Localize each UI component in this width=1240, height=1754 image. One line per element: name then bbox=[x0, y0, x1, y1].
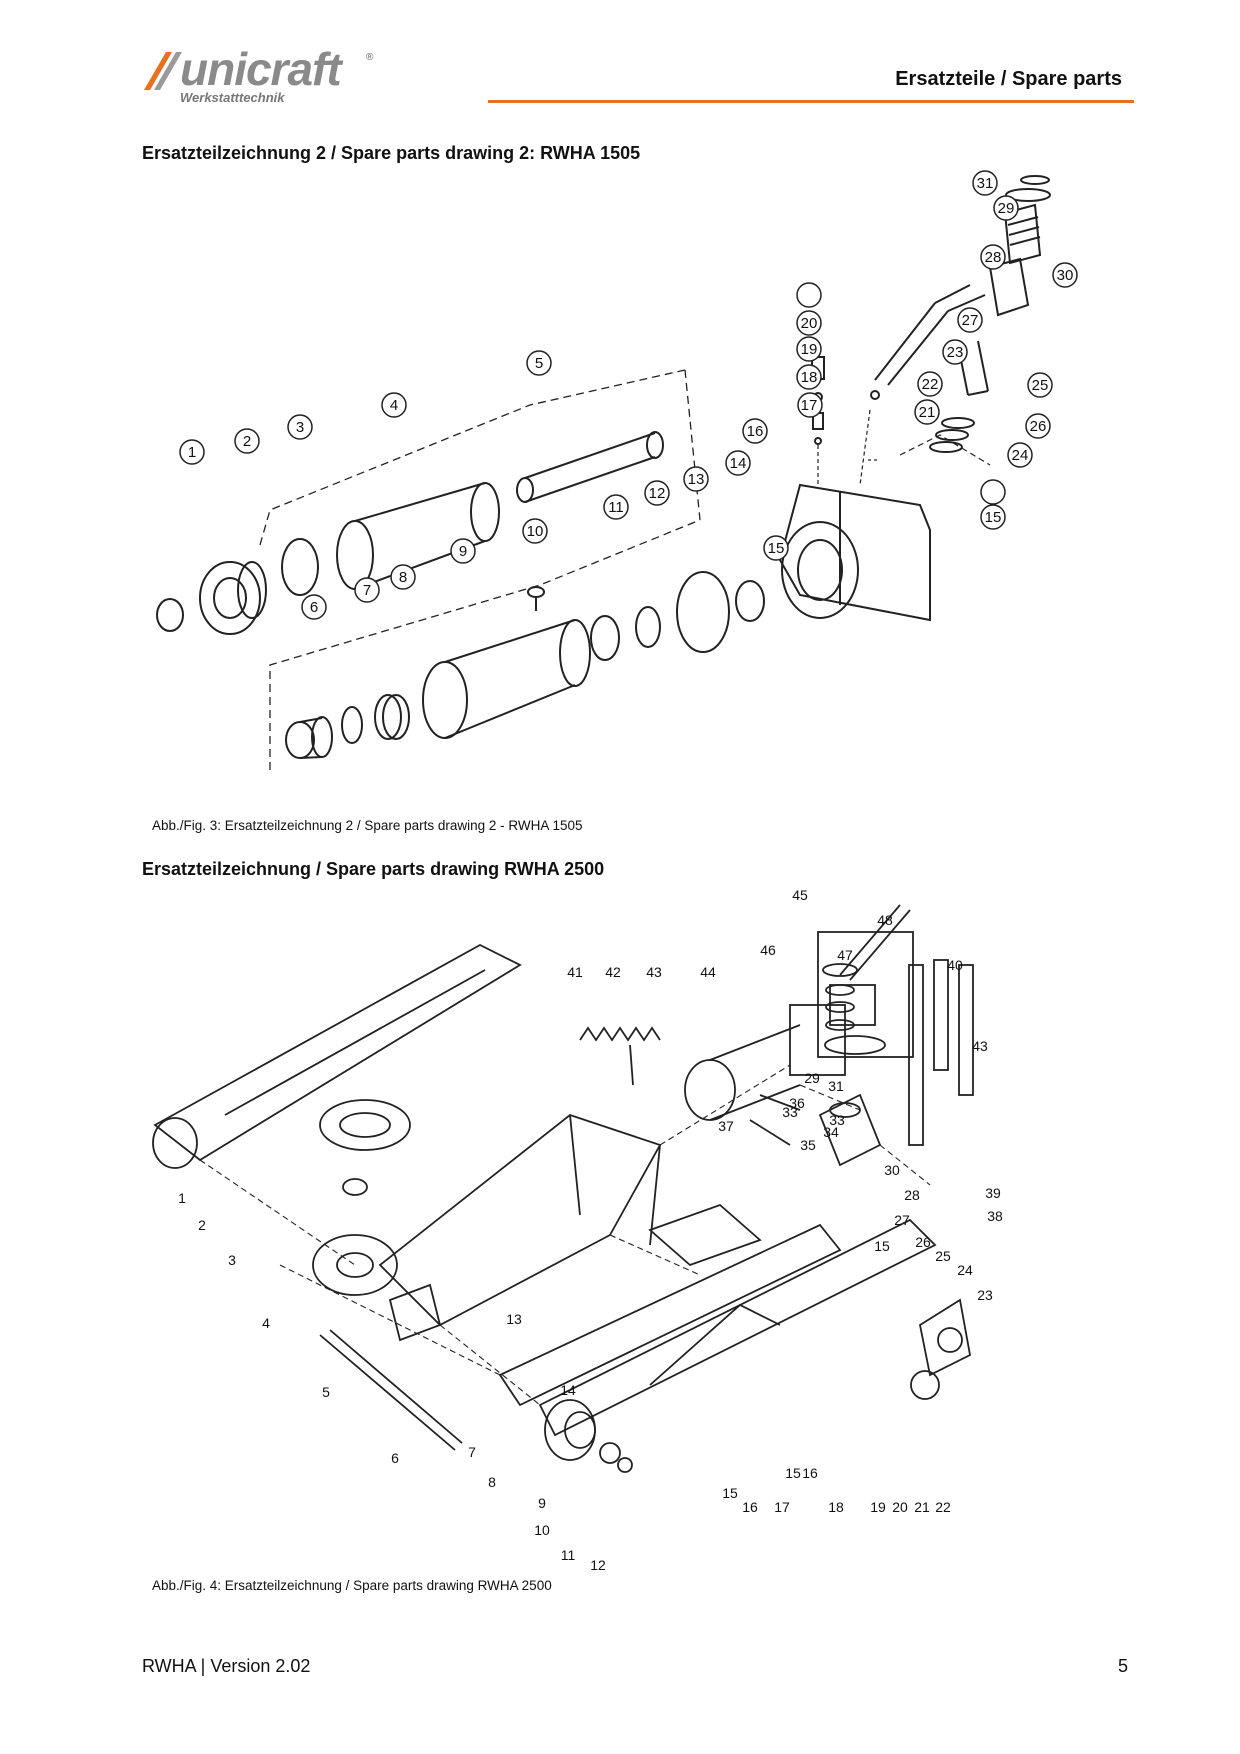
label: 22 bbox=[922, 376, 939, 393]
label: 5 bbox=[535, 355, 543, 372]
label: 1 bbox=[188, 444, 196, 461]
label: 25 bbox=[1032, 377, 1049, 394]
label: 21 bbox=[919, 404, 936, 421]
label: 46 bbox=[760, 942, 776, 958]
label: 16 bbox=[742, 1499, 758, 1515]
label: 13 bbox=[688, 471, 705, 488]
label: 4 bbox=[390, 397, 398, 414]
label: 13 bbox=[506, 1311, 522, 1327]
label: 9 bbox=[459, 543, 467, 560]
label: 9 bbox=[538, 1495, 546, 1511]
label: 31 bbox=[828, 1078, 844, 1094]
label: 38 bbox=[987, 1208, 1003, 1224]
label: 27 bbox=[894, 1212, 910, 1228]
label: 20 bbox=[801, 315, 818, 332]
label: 12 bbox=[590, 1557, 606, 1573]
logo-wordmark: unicraft bbox=[180, 43, 342, 95]
label: 12 bbox=[649, 485, 666, 502]
label: 16 bbox=[747, 423, 764, 440]
label: 30 bbox=[1057, 267, 1074, 284]
label: 2 bbox=[243, 433, 251, 450]
label: 15 bbox=[785, 1465, 801, 1481]
label: 7 bbox=[363, 582, 371, 599]
label: 33 bbox=[782, 1104, 798, 1120]
label: 11 bbox=[561, 1547, 576, 1563]
label: 15 bbox=[985, 509, 1002, 526]
header-rule bbox=[488, 100, 1134, 103]
logo-tagline: Werkstatttechnik bbox=[180, 90, 285, 105]
label: 19 bbox=[801, 341, 818, 358]
label: 18 bbox=[828, 1499, 844, 1515]
label: 14 bbox=[560, 1382, 576, 1398]
figure3-caption: Abb./Fig. 3: Ersatzteilzeichnung 2 / Spa… bbox=[152, 818, 583, 833]
label: 17 bbox=[801, 397, 818, 414]
label: 39 bbox=[985, 1185, 1001, 1201]
label: 22 bbox=[935, 1499, 951, 1515]
label: 29 bbox=[998, 200, 1015, 217]
logo-registered: ® bbox=[366, 52, 374, 63]
figure4-caption: Abb./Fig. 4: Ersatzteilzeichnung / Spare… bbox=[152, 1578, 552, 1593]
label: 45 bbox=[792, 887, 808, 903]
label: 41 bbox=[567, 964, 583, 980]
label: 7 bbox=[468, 1444, 476, 1460]
label: 35 bbox=[800, 1137, 816, 1153]
label: 8 bbox=[399, 569, 407, 586]
label: 37 bbox=[718, 1118, 734, 1134]
label: 1 bbox=[178, 1190, 186, 1206]
label: 36 bbox=[789, 1095, 805, 1111]
label: 43 bbox=[972, 1038, 988, 1054]
label: 43 bbox=[646, 964, 662, 980]
label: 48 bbox=[877, 912, 893, 928]
label: 11 bbox=[608, 499, 624, 516]
label: 2 bbox=[198, 1217, 206, 1233]
drawing-rwha-2500: 1 2 3 4 5 6 7 8 9 10 11 12 13 14 15 15 1… bbox=[152, 887, 1003, 1573]
label: 3 bbox=[228, 1252, 236, 1268]
label: 10 bbox=[534, 1522, 550, 1538]
label: 20 bbox=[892, 1499, 908, 1515]
label: 24 bbox=[957, 1262, 973, 1278]
label: 19 bbox=[870, 1499, 886, 1515]
label: 30 bbox=[884, 1162, 900, 1178]
label: 5 bbox=[322, 1384, 330, 1400]
label: 28 bbox=[985, 249, 1002, 266]
label: 23 bbox=[977, 1287, 993, 1303]
label: 15 bbox=[768, 540, 785, 557]
label: 33 bbox=[829, 1112, 845, 1128]
page-number: 5 bbox=[1117, 1656, 1128, 1676]
label: 15 bbox=[874, 1238, 890, 1254]
label: 28 bbox=[904, 1187, 920, 1203]
label: 26 bbox=[1030, 418, 1047, 435]
label: 25 bbox=[935, 1248, 951, 1264]
label: 14 bbox=[730, 455, 747, 472]
label: 26 bbox=[915, 1234, 931, 1250]
unicraft-logo: unicraft ® Werkstatttechnik bbox=[140, 43, 380, 108]
label: 24 bbox=[1012, 447, 1029, 464]
drawing-rwha-1505: 1 2 3 4 5 6 7 8 9 10 11 12 13 14 15 15 1… bbox=[156, 170, 1078, 770]
label: 4 bbox=[262, 1315, 270, 1331]
label: 31 bbox=[977, 175, 994, 192]
label: 3 bbox=[296, 419, 304, 436]
label: 8 bbox=[488, 1474, 496, 1490]
label: 21 bbox=[914, 1499, 930, 1515]
label: 6 bbox=[391, 1450, 399, 1466]
footer-version: RWHA | Version 2.02 bbox=[142, 1656, 311, 1676]
label: 23 bbox=[947, 344, 964, 361]
label: 6 bbox=[310, 599, 318, 616]
label: 15 bbox=[722, 1485, 738, 1501]
section1-title: Ersatzteilzeichnung 2 / Spare parts draw… bbox=[142, 143, 641, 163]
label: 29 bbox=[804, 1070, 820, 1086]
section2-title: Ersatzteilzeichnung / Spare parts drawin… bbox=[142, 859, 605, 879]
logo-mark-icon bbox=[144, 52, 182, 90]
label: 47 bbox=[837, 947, 853, 963]
label: 27 bbox=[962, 312, 979, 329]
label: 18 bbox=[801, 369, 818, 386]
label: 16 bbox=[802, 1465, 818, 1481]
label: 10 bbox=[527, 523, 544, 540]
page-header-title: Ersatzteile / Spare parts bbox=[895, 68, 1122, 90]
label: 44 bbox=[700, 964, 716, 980]
label: 42 bbox=[605, 964, 621, 980]
label: 40 bbox=[947, 957, 963, 973]
label: 34 bbox=[823, 1124, 839, 1140]
label: 17 bbox=[774, 1499, 790, 1515]
